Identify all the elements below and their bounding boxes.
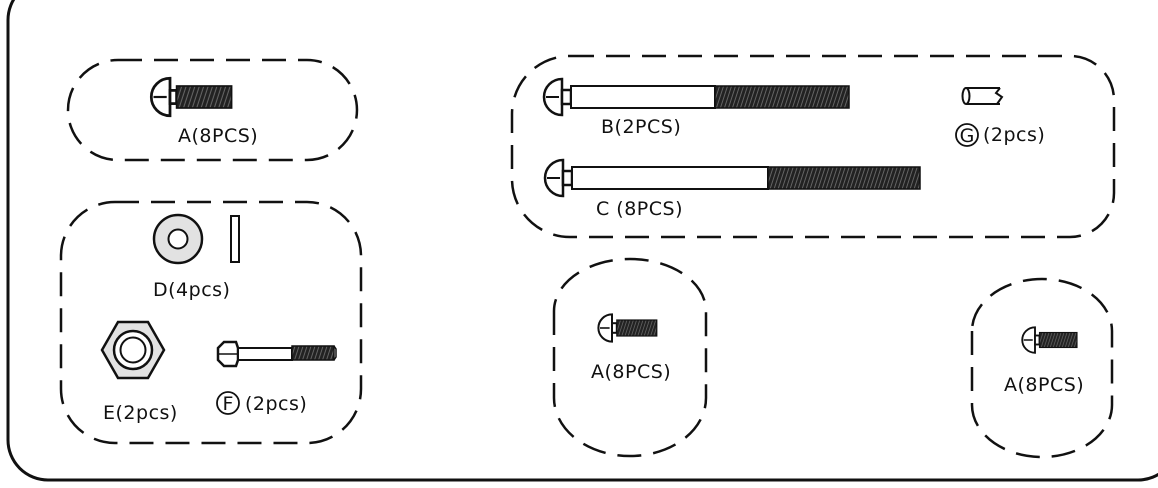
label-d: D(4pcs) <box>153 279 230 301</box>
label-a-top-left: A(8PCS) <box>178 125 258 147</box>
screw-a-icon <box>597 313 658 343</box>
screw-a-icon <box>1021 326 1078 354</box>
washer-d-icon <box>152 213 240 265</box>
label-a-right: A(8PCS) <box>1004 374 1084 396</box>
bolt-c-icon <box>543 158 921 198</box>
qty-f: (2pcs) <box>245 393 307 415</box>
label-b: B(2PCS) <box>601 116 681 138</box>
outer-frame <box>6 0 1158 482</box>
group-long-bolts: B(2PCS) C (8PCS) G (2pcs) <box>510 54 1116 239</box>
pin-g-icon <box>961 87 1004 105</box>
qty-g: (2pcs) <box>983 124 1045 146</box>
letter-f: F <box>223 393 234 415</box>
group-a-top-left: A(8PCS) <box>66 58 359 162</box>
nut-e-icon <box>100 320 166 380</box>
group-washers-nuts: D(4pcs) E(2pcs) F (2pcs) <box>59 200 363 445</box>
letter-g: G <box>960 125 975 147</box>
dashed-outline <box>66 58 359 162</box>
dashed-outline <box>552 257 708 458</box>
label-e: E(2pcs) <box>103 402 178 424</box>
circle-f-icon <box>216 391 240 415</box>
circle-g-icon <box>955 123 979 147</box>
group-a-right: A(8PCS) <box>970 277 1114 459</box>
screw-a-icon <box>149 76 233 118</box>
label-c: C (8PCS) <box>596 198 683 220</box>
dashed-outline <box>970 277 1114 459</box>
dashed-outline <box>510 54 1116 239</box>
label-a-middle: A(8PCS) <box>591 361 671 383</box>
group-a-middle: A(8PCS) <box>552 257 708 458</box>
bolt-f-icon <box>216 340 337 368</box>
bolt-b-icon <box>542 77 850 117</box>
